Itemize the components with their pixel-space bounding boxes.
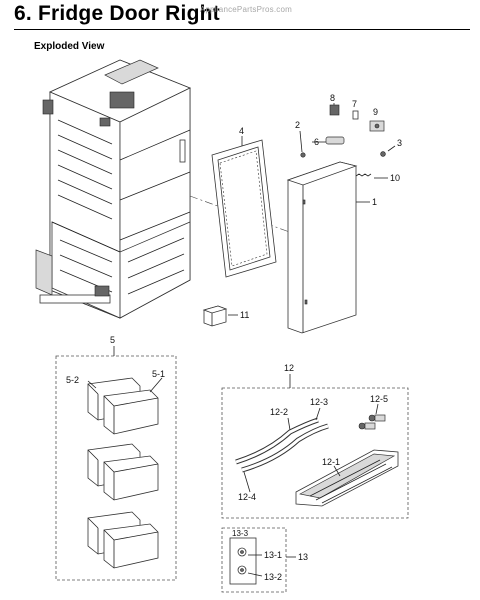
door-hardware-drawing [299,103,396,179]
group-12-frame [221,374,409,519]
callout-12: 12 [284,363,294,373]
callout-13-1: 13-1 [264,550,282,560]
section-heading: Exploded View [34,41,105,52]
callout-12-1: 12-1 [322,457,340,467]
callout-4: 4 [239,126,244,136]
fridge-door-drawing [286,161,358,334]
callout-13-3: 13-3 [232,529,249,538]
callout-2: 2 [295,120,300,130]
callout-6: 6 [314,137,319,147]
group-13-parts-drawing [229,537,263,585]
fridge-cabinet-drawing [35,59,191,319]
callout-1: 1 [372,197,377,207]
part-11-drawing [202,305,238,327]
group-13-frame [221,527,296,593]
watermark: AppliancePartsPros.com [200,5,292,14]
callout-12-5: 12-5 [370,394,388,404]
door-gasket-drawing [211,139,277,278]
callout-8: 8 [330,93,335,103]
callout-5-1: 5-1 [152,369,165,379]
page-title: 6. Fridge Door Right [14,2,220,25]
callout-3: 3 [397,138,402,148]
callout-13-2: 13-2 [264,572,282,582]
callout-11: 11 [240,310,249,320]
callout-5: 5 [110,335,115,345]
group-5-frame [55,346,177,581]
group-12-parts-drawing [235,403,399,507]
callout-10: 10 [390,173,400,183]
callout-13: 13 [298,552,308,562]
callout-9: 9 [373,107,378,117]
callout-5-2: 5-2 [66,375,79,385]
callout-7: 7 [352,99,357,109]
callout-12-4: 12-4 [238,492,256,502]
title-underline [14,29,470,30]
callout-12-2: 12-2 [270,407,288,417]
callout-12-3: 12-3 [310,397,328,407]
door-bins-drawing [87,377,163,569]
